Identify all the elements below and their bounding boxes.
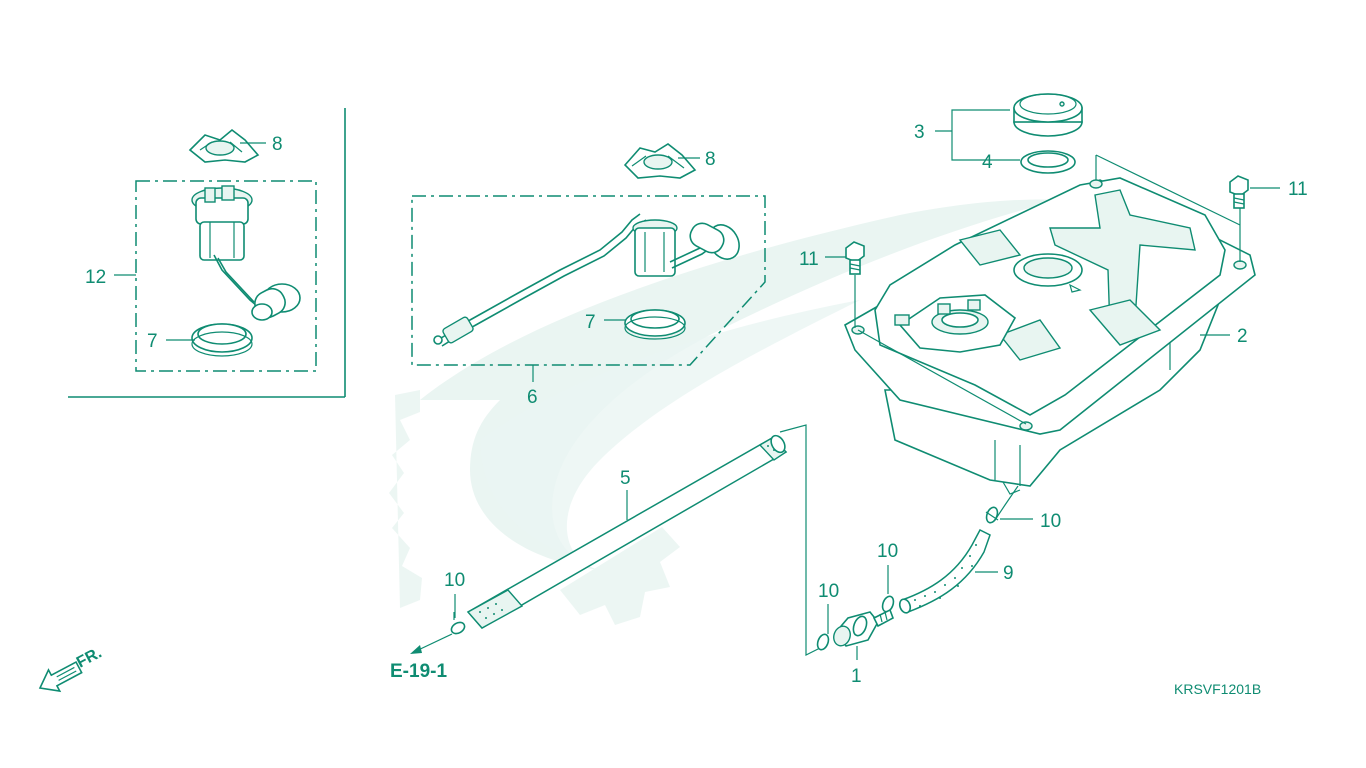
- fuel-cock: [833, 608, 894, 647]
- packing-ring: [624, 309, 686, 340]
- assembly-box-12: [135, 180, 317, 372]
- assembly-box-6: [411, 195, 766, 366]
- flange-bolt-right: [1229, 175, 1249, 209]
- front-direction-arrow: [38, 660, 83, 693]
- callout-10-upper-right: 10: [1040, 511, 1061, 532]
- callout-8: 8: [705, 149, 716, 170]
- ref-line-outlet: [994, 485, 1019, 521]
- callout-11-right: 11: [1288, 179, 1308, 200]
- ref-line-top: [1095, 154, 1241, 226]
- callout-10-lower: 10: [818, 581, 839, 602]
- watermark-logo: [389, 199, 1060, 625]
- hose-knurl: [914, 544, 977, 607]
- fuel-unit-cover: [623, 143, 697, 179]
- callout-7-inset: 7: [147, 331, 158, 352]
- callout-2: 2: [1237, 326, 1248, 347]
- callout-9: 9: [1003, 563, 1014, 584]
- fuel-pump-inset: [191, 185, 301, 321]
- fuel-tank: [843, 177, 1256, 495]
- tube-knurl: [479, 445, 775, 619]
- callout-11-left: 11: [799, 249, 819, 270]
- ref-line-holes: [857, 329, 1027, 425]
- callout-6: 6: [527, 387, 538, 408]
- fuel-filler-cap: [1013, 93, 1083, 137]
- hose-clip-upper: [985, 506, 999, 524]
- inset-frame: [68, 108, 346, 398]
- callout-8-inset: 8: [272, 134, 283, 155]
- callout-1: 1: [851, 666, 862, 687]
- ref-arrow-head: [410, 645, 422, 654]
- flange-bolt-left: [845, 241, 865, 275]
- diagram-code: KRSVF1201B: [1174, 681, 1261, 697]
- packing-ring-inset: [191, 323, 253, 357]
- cock-clip: [816, 633, 830, 651]
- reference-label: E-19-1: [390, 661, 447, 682]
- cap-seal: [1020, 150, 1076, 174]
- fuel-unit: [433, 213, 740, 347]
- breather-tube: [466, 434, 788, 629]
- tube-clip-left: [450, 612, 466, 635]
- callout-10-middle: 10: [877, 541, 898, 562]
- callout-5: 5: [620, 468, 631, 489]
- callout-4: 4: [982, 152, 993, 173]
- callout-10-left: 10: [444, 570, 465, 591]
- ref-line-tube: [779, 424, 821, 656]
- callout-3: 3: [914, 122, 925, 143]
- callout-12: 12: [85, 267, 106, 288]
- leader-3-4: [951, 109, 1010, 161]
- fuel-hose: [898, 529, 991, 614]
- fuel-unit-cover-inset: [188, 128, 260, 163]
- callout-7: 7: [585, 312, 596, 333]
